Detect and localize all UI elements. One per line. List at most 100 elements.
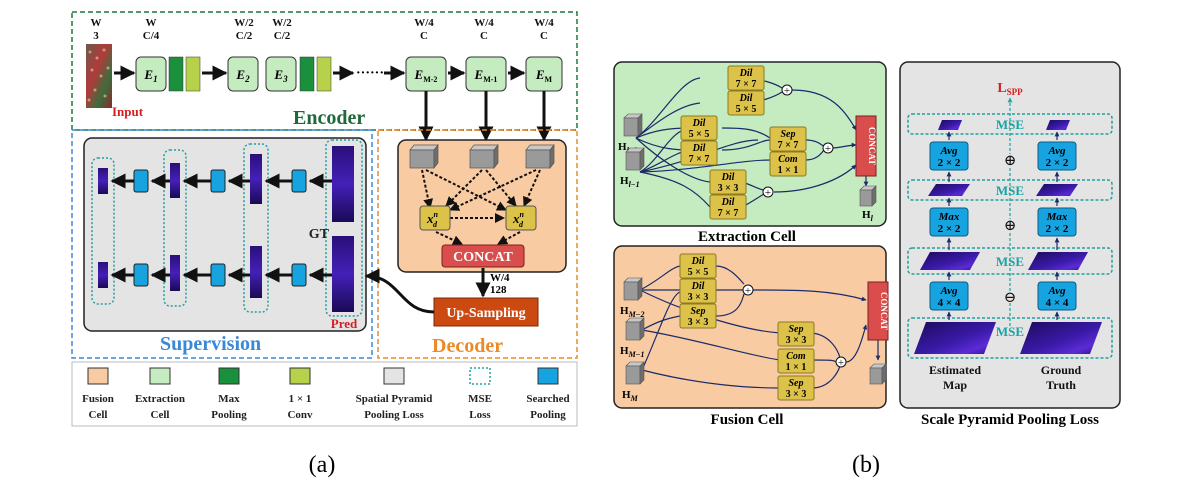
fus-op-3-l1: Sep (789, 324, 804, 335)
extraction-input-cube-2 (625, 147, 645, 171)
legend-label-conv-1: 1 × 1 (289, 393, 312, 405)
extraction-cell-title: Extraction Cell (698, 229, 796, 245)
decoder-title: Decoder (432, 335, 503, 357)
spp-gt-op-avg44-l2: 4 × 4 (1046, 297, 1069, 309)
spp-title: Scale Pyramid Pooling Loss (921, 412, 1099, 428)
ext-op-0-l1: Dil (739, 68, 753, 79)
spp-gt-op-avg44-l1: Avg (1048, 285, 1066, 297)
fus-op-0-l1: Dil (691, 256, 705, 267)
ext-op-6-l2: 3 × 3 (718, 183, 739, 194)
fusion-concat (867, 281, 889, 341)
ext-op-6 (709, 169, 747, 195)
mse-band-1 (907, 113, 1113, 135)
ext-op-2-l2: 5 × 5 (689, 129, 710, 140)
minus-icon: ⊖ (1004, 290, 1017, 306)
spp-est-op-avg44 (929, 281, 969, 311)
pooling-bot-2 (210, 263, 226, 287)
legend-frame (71, 361, 578, 427)
encoder-dims: W 3 W C/4 W/2 C/2 W/2 C/2 W/4 C W/4 C W/… (91, 17, 555, 42)
mse-group-1 (91, 157, 115, 305)
input-image-texture (87, 48, 110, 102)
fusion-sums: + + (742, 284, 847, 369)
fusion-input-label-2: HM−1 (620, 345, 645, 359)
ext-op-1 (727, 90, 765, 116)
estimated-map-label-2: Map (943, 378, 967, 392)
ground-truth-label-2: Truth (1046, 378, 1076, 392)
density-map-bot-2 (170, 255, 180, 291)
dim-c-4: C (420, 30, 428, 42)
fus-op-3-l2: 3 × 3 (786, 335, 807, 346)
dim-w-6: W/4 (534, 17, 554, 29)
decoder-region (377, 129, 578, 359)
plus-icon: ⊕ (1004, 218, 1017, 234)
fus-op-2-l2: 3 × 3 (688, 317, 709, 328)
ext-op-7 (709, 194, 747, 220)
supervision-title: Supervision (160, 333, 261, 355)
dim-c-0: 3 (93, 30, 99, 42)
ext-op-2-l1: Dil (692, 118, 706, 129)
spp-est-op-max22-l1: Max (938, 211, 960, 223)
fus-op-4-l1: Com (786, 351, 806, 362)
fusion-input-cube-1 (623, 277, 643, 301)
legend-label-spp-1: Spatial Pyramid (356, 393, 433, 405)
extraction-cell-em2 (405, 56, 447, 92)
ext-op-4 (769, 126, 807, 152)
mse-group-2 (163, 149, 187, 307)
encoder-title: Encoder (293, 107, 365, 129)
legend-label-conv-2: Conv (287, 409, 313, 421)
plus-icon: + (825, 143, 831, 155)
fus-op-0-l2: 5 × 5 (688, 267, 709, 278)
fusion-input-cube-2 (625, 317, 645, 341)
ground-truth-label-1: Ground (1041, 363, 1082, 377)
legend-label-spp-2: Pooling Loss (364, 409, 424, 421)
extraction-cell-e3 (265, 56, 297, 92)
legend-swatch-max-pooling (218, 367, 240, 385)
spp-gt-op-max22-l2: 2 × 2 (1046, 223, 1069, 235)
ext-op-4-l1: Sep (781, 129, 796, 140)
fus-op-5 (777, 375, 815, 401)
encoder-row: E1 E2 E3 ······ EM-2 EM-1 EM (114, 56, 563, 92)
conv-block-1 (185, 56, 201, 92)
dim-c-5: C (480, 30, 488, 42)
fusion-cell-title: Fusion Cell (711, 412, 784, 428)
extraction-cell-em1 (465, 56, 507, 92)
estimated-map-label-1: Estimated (929, 363, 981, 377)
ext-op-0-l2: 7 × 7 (736, 79, 757, 90)
mse-label-3: MSE (996, 254, 1024, 269)
spp-est-op-avg44-l2: 4 × 4 (938, 297, 961, 309)
gt-plane-1 (1046, 120, 1070, 130)
spp-est-op-max22-l2: 2 × 2 (938, 223, 961, 235)
spp-gt-op-avg44 (1037, 281, 1077, 311)
ext-op-1-l2: 5 × 5 (736, 104, 757, 115)
legend-label-fusion-1: Fusion (82, 393, 114, 405)
mse-group-3 (243, 143, 269, 313)
spp-ops: Avg 2 × 2 Avg 2 × 2 Max 2 × 2 Max 2 × 2 … (929, 141, 1077, 311)
dim-w-2: W/2 (234, 17, 254, 29)
est-plane-3 (920, 252, 980, 270)
density-map-top-1 (98, 168, 108, 194)
conv-block-2 (316, 56, 332, 92)
legend-label-searched-1: Searched (526, 393, 569, 405)
mse-label-2: MSE (996, 183, 1024, 198)
xd-node-1 (419, 205, 451, 231)
legend-label-maxpool-1: Max (218, 393, 240, 405)
spp-bottom-labels: Estimated Map Ground Truth (929, 363, 1082, 392)
fus-op-2-l1: Sep (691, 306, 706, 317)
pooling-bot-3 (291, 263, 307, 287)
gt-plane-2 (1036, 184, 1078, 196)
fusion-input-label-3: HM (622, 389, 639, 403)
fus-op-4-l2: 1 × 1 (786, 362, 807, 373)
plus-icon: ⊕ (1004, 153, 1017, 169)
ext-op-3 (680, 140, 718, 166)
dim-w-5: W/4 (474, 17, 494, 29)
feature-cube-2 (469, 144, 499, 169)
spp-planes (914, 120, 1102, 354)
fusion-concat-label: CONCAT (879, 292, 889, 330)
extraction-edges (635, 77, 869, 208)
pred-map (332, 236, 354, 312)
fus-op-1-l2: 3 × 3 (688, 292, 709, 303)
